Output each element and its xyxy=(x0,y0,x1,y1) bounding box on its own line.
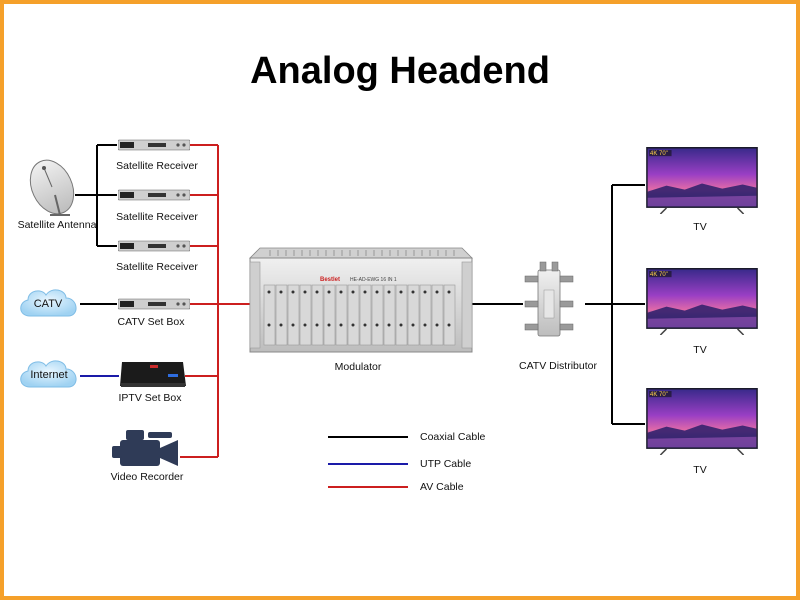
satellite-receiver-2-icon xyxy=(118,189,190,201)
modulator-brand-label: Bestlet xyxy=(320,277,340,283)
satellite-receiver-1-icon xyxy=(118,139,190,151)
internet-cloud-label: Internet xyxy=(30,369,68,381)
catv-set-box-icon xyxy=(118,298,190,310)
av-cables xyxy=(180,144,250,458)
modulator-model-label: HE-AD-EWG 16 IN 1 xyxy=(350,277,397,283)
page-title: Analog Headend xyxy=(250,50,550,92)
satellite-receiver-3-icon xyxy=(118,240,190,252)
modulator-label: Modulator xyxy=(334,361,382,373)
catv-distributor-icon xyxy=(524,261,574,337)
tv-1-badge: 4K 70" xyxy=(650,151,668,157)
tv-3-label: TV xyxy=(693,464,707,476)
legend-av-label: AV Cable xyxy=(420,481,464,493)
iptv-set-box-label: IPTV Set Box xyxy=(118,392,182,404)
tv-2-icon xyxy=(646,268,758,335)
tv-2-label: TV xyxy=(693,344,707,356)
video-recorder-icon xyxy=(112,430,178,466)
internet-cloud-icon xyxy=(20,360,77,388)
catv-set-box-label: CATV Set Box xyxy=(117,316,185,328)
catv-distributor-label: CATV Distributor xyxy=(519,360,597,372)
coaxial-cables xyxy=(75,144,645,425)
satellite-receiver-3-label: Satellite Receiver xyxy=(116,261,198,273)
catv-cloud-label: CATV xyxy=(33,298,63,310)
tv-1-icon xyxy=(646,147,758,214)
legend-coaxial-label: Coaxial Cable xyxy=(420,431,486,443)
satellite-antenna-label: Satellite Antenna xyxy=(17,219,97,231)
video-recorder-label: Video Recorder xyxy=(110,471,184,483)
modulator-icon: Bestlet HE-AD-EWG 16 IN 1 xyxy=(249,247,473,353)
tv-1-label: TV xyxy=(693,221,707,233)
tv-2-badge: 4K 70" xyxy=(650,272,668,278)
catv-cloud-icon xyxy=(20,289,77,317)
satellite-receiver-1-label: Satellite Receiver xyxy=(116,160,198,172)
iptv-set-box-icon xyxy=(120,362,186,387)
satellite-antenna-icon xyxy=(29,159,75,216)
tv-3-icon xyxy=(646,388,758,455)
tv-3-badge: 4K 70" xyxy=(650,392,668,398)
satellite-receiver-2-label: Satellite Receiver xyxy=(116,211,198,223)
legend-utp-label: UTP Cable xyxy=(420,458,472,470)
